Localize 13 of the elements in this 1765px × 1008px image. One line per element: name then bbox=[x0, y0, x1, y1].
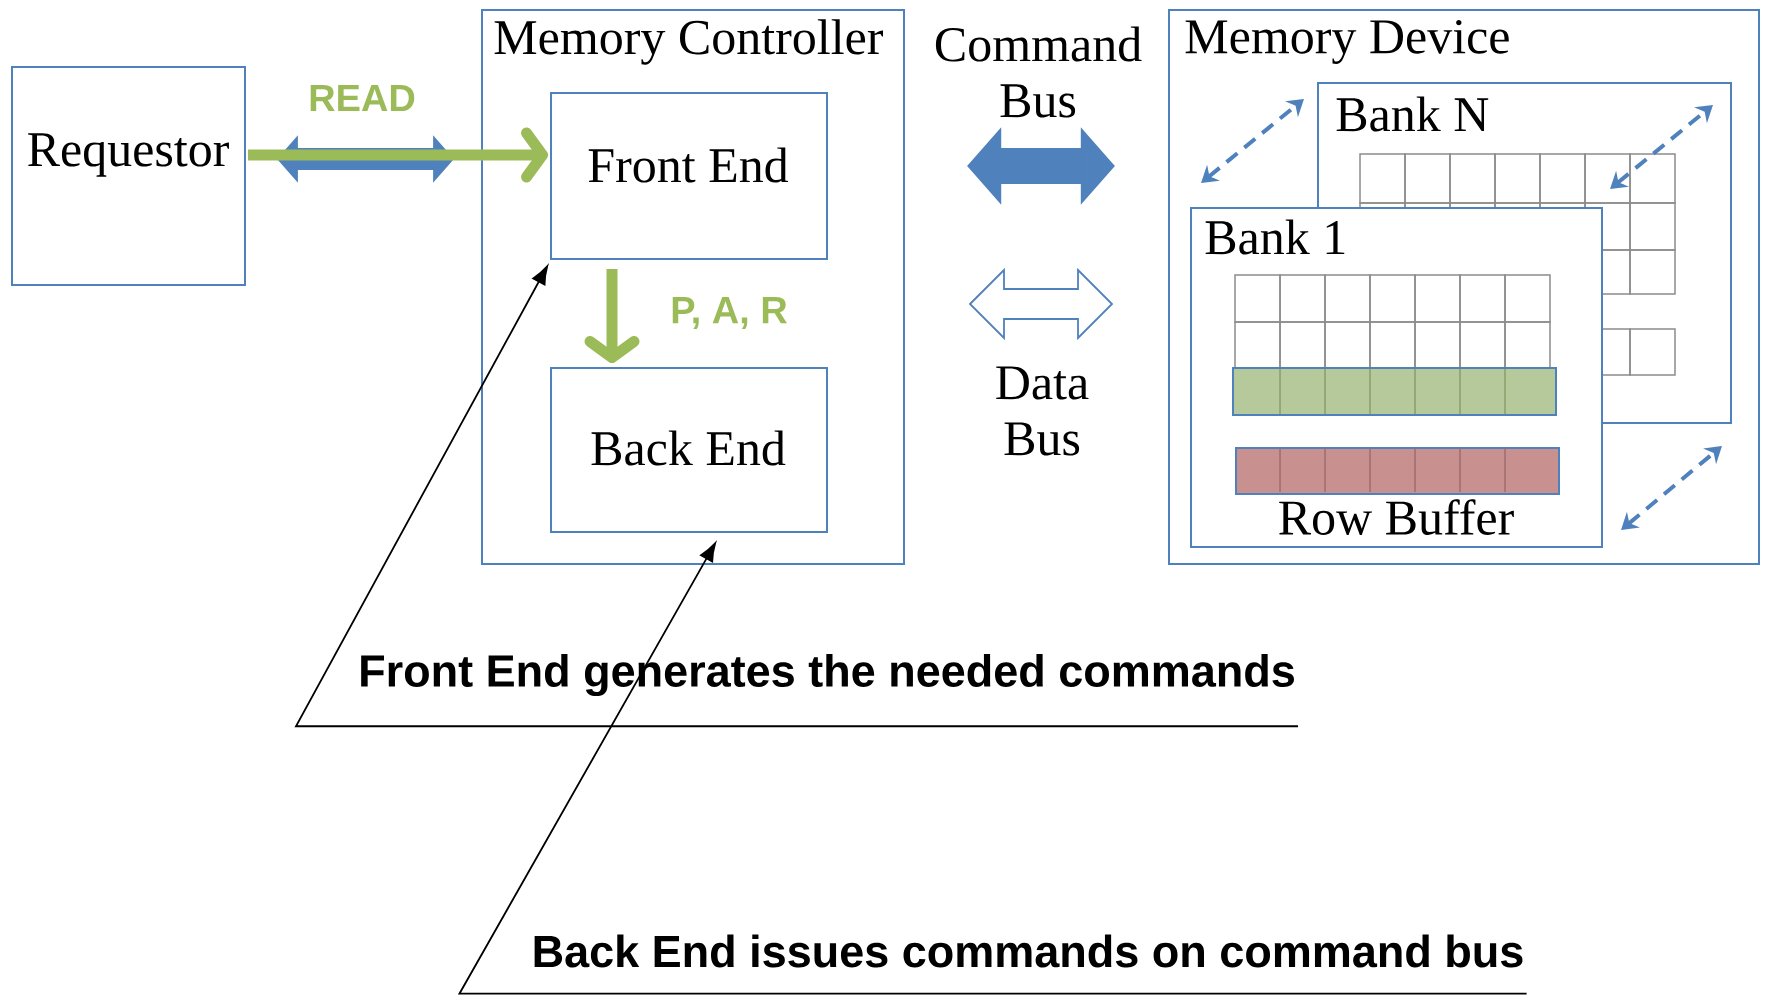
leader-line bbox=[294, 265, 1299, 728]
process-box: Back End bbox=[550, 367, 828, 533]
edge-label: READ bbox=[310, 84, 415, 112]
node-label: Row Buffer bbox=[1279, 499, 1514, 535]
process-box: Front End bbox=[550, 92, 828, 260]
edge-label: Command Bus bbox=[935, 26, 1142, 118]
leader-line bbox=[457, 542, 1528, 995]
arrow bbox=[277, 135, 454, 183]
edge-label: P, A, R bbox=[672, 297, 787, 329]
requestor-box: Requestor bbox=[11, 66, 246, 286]
annotation-text: Back End issues commands on command bus bbox=[534, 934, 1523, 968]
edge-label: Data Bus bbox=[996, 366, 1089, 456]
row-buffer-bar: Row Buffer bbox=[1235, 447, 1560, 535]
